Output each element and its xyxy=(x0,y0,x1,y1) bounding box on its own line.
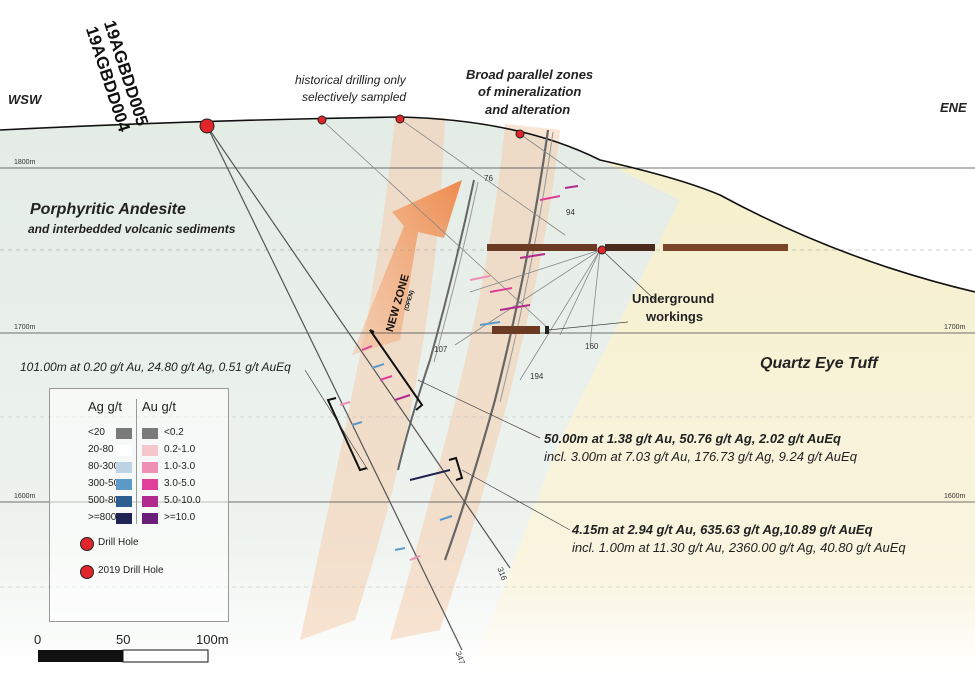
direction-west: WSW xyxy=(8,92,42,107)
drill-trace-19AGBDD004 xyxy=(206,125,463,651)
elevation-1600-right: 1600m xyxy=(944,493,966,500)
legend-au-label: 3.0-5.0 xyxy=(164,478,196,489)
scale-label-100: 100m xyxy=(196,632,229,647)
legend-au-label: >=10.0 xyxy=(164,512,196,523)
intercept-3-incl: incl. 1.00m at 11.30 g/t Au, 2360.00 g/t… xyxy=(572,540,906,555)
collar-underground xyxy=(597,245,607,255)
broad-zones-callout-line1: Broad parallel zones xyxy=(466,67,594,82)
intercept-2-main: 50.00m at 1.38 g/t Au, 50.76 g/t Ag, 2.0… xyxy=(544,431,841,446)
legend-ag-swatch xyxy=(116,445,132,456)
underground-callout-line1: Underground xyxy=(632,291,715,306)
legend-au-swatch xyxy=(142,513,158,524)
unit-andesite-title: Porphyritic Andesite xyxy=(30,201,186,218)
legend-2019-drill-hole-label: 2019 Drill Hole xyxy=(98,565,164,576)
broad-zones-callout-line3: and alteration xyxy=(485,102,571,117)
legend-2019-drill-hole-icon xyxy=(80,565,94,579)
elevation-1700-left: 1700m xyxy=(14,324,36,331)
unit-tuff-title: Quartz Eye Tuff xyxy=(760,355,878,372)
legend-drill-hole-label: Drill Hole xyxy=(98,537,139,548)
mineralized-zone-east xyxy=(390,124,560,640)
legend-ag-swatch xyxy=(116,462,132,473)
legend-au-label: 1.0-3.0 xyxy=(164,461,196,472)
legend-au-swatch xyxy=(142,496,158,507)
depth-76: 76 xyxy=(484,174,493,183)
drill-trace-19AGBDD005 xyxy=(206,125,511,569)
underground-callout-line2: workings xyxy=(646,309,704,324)
legend-au-swatch xyxy=(142,428,158,439)
legend-ag-swatch xyxy=(116,513,132,524)
assay-ticks xyxy=(339,185,579,561)
legend-drill-hole-icon xyxy=(80,537,94,551)
legend-ag-label: 80-300 xyxy=(88,461,120,472)
legend-au-swatch xyxy=(142,479,158,490)
historical-callout-line1: historical drilling only xyxy=(295,73,406,87)
intercept-3-main: 4.15m at 2.94 g/t Au, 635.63 g/t Ag,10.8… xyxy=(572,522,873,537)
legend-ag-header: Ag g/t xyxy=(88,399,122,414)
direction-east: ENE xyxy=(940,100,967,115)
legend-ag-swatch xyxy=(116,428,132,439)
legend-ag-swatch xyxy=(116,496,132,507)
elevation-1800: 1800m xyxy=(14,159,36,166)
legend-ag-label: 300-500 xyxy=(88,478,125,489)
legend-ag-label: >=800 xyxy=(88,512,117,523)
collar-drill-hole-2 xyxy=(395,114,405,124)
legend-au-label: 0.2-1.0 xyxy=(164,444,196,455)
depth-160: 160 xyxy=(585,342,599,351)
intercept-2-incl: incl. 3.00m at 7.03 g/t Au, 176.73 g/t A… xyxy=(544,449,857,464)
scale-label-50: 50 xyxy=(116,632,131,647)
legend-au-swatch xyxy=(142,462,158,473)
elevation-1700-right: 1700m xyxy=(944,324,966,331)
collar-drill-hole-3 xyxy=(515,129,525,139)
historical-callout-line2: selectively sampled xyxy=(302,90,407,104)
legend-ag-label: 20-80 xyxy=(88,444,114,455)
unit-andesite-subtitle: and interbedded volcanic sediments xyxy=(28,222,236,236)
legend-au-header: Au g/t xyxy=(142,399,176,414)
scale-bar xyxy=(38,649,209,663)
tuff-unit xyxy=(470,160,975,675)
intercept-1: 101.00m at 0.20 g/t Au, 24.80 g/t Ag, 0.… xyxy=(20,360,291,374)
underground-workings xyxy=(487,244,788,334)
depth-94: 94 xyxy=(566,208,575,217)
legend-ag-label: <20 xyxy=(88,427,105,438)
scale-label-0: 0 xyxy=(34,632,42,647)
depth-107: 107 xyxy=(434,345,448,354)
legend-ag-label: 500-800 xyxy=(88,495,125,506)
legend-au-label: 5.0-10.0 xyxy=(164,495,201,506)
legend-ag-swatch xyxy=(116,479,132,490)
broad-zones-callout-line2: of mineralization xyxy=(478,84,582,99)
elevation-1600-left: 1600m xyxy=(14,493,36,500)
legend-au-label: <0.2 xyxy=(164,427,184,438)
legend: Ag g/t Au g/t <20 20-80 80-300 300-500 500-8… xyxy=(49,388,229,622)
depth-194: 194 xyxy=(530,372,544,381)
collar-2019-drill-hole xyxy=(199,118,215,134)
legend-au-swatch xyxy=(142,445,158,456)
collar-drill-hole-1 xyxy=(317,115,327,125)
